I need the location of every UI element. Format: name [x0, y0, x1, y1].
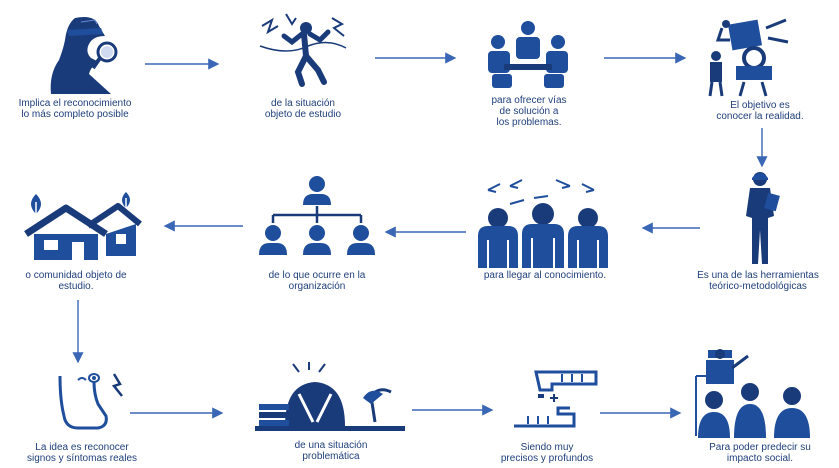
detective-icon [50, 17, 118, 94]
presentation-audience-icon [695, 349, 810, 438]
node-label-4: El objetivo es conocer la realidad. [716, 100, 804, 122]
person-with-clipboard-icon [746, 172, 780, 264]
group-discussion-icon [478, 179, 608, 268]
machinery-people-icon [708, 18, 789, 97]
stressed-person-desk-icon [255, 362, 405, 431]
node-label-2: de la situación objeto de estudio [264, 98, 342, 120]
node-label-10: de una situación problemática [294, 440, 368, 462]
node-label-12: Para poder predecir su impacto social. [709, 442, 811, 464]
team-meeting-icon [488, 21, 568, 88]
org-chart-icon [259, 176, 375, 255]
node-label-1: Implica el reconocimiento lo más complet… [18, 98, 132, 120]
node-label-11: Siendo muy precisos y profundos [500, 442, 594, 464]
node-label-3: para ofrecer vías de solución a los prob… [491, 95, 567, 128]
node-label-6: para llegar al conocimiento. [483, 270, 607, 281]
node-label-5: Es una de las herramientas teórico-metod… [697, 270, 819, 292]
node-label-9: La idea es reconocer signos y síntomas r… [26, 442, 138, 464]
foot-pain-icon [58, 373, 123, 430]
finish-line-runner-icon [259, 13, 347, 87]
node-label-8: o comunidad objeto de estudio. [25, 270, 127, 292]
community-houses-icon [24, 192, 142, 260]
handshake-puzzle-icon [514, 370, 598, 428]
node-label-7: de lo que ocurre en la organización [268, 270, 366, 292]
